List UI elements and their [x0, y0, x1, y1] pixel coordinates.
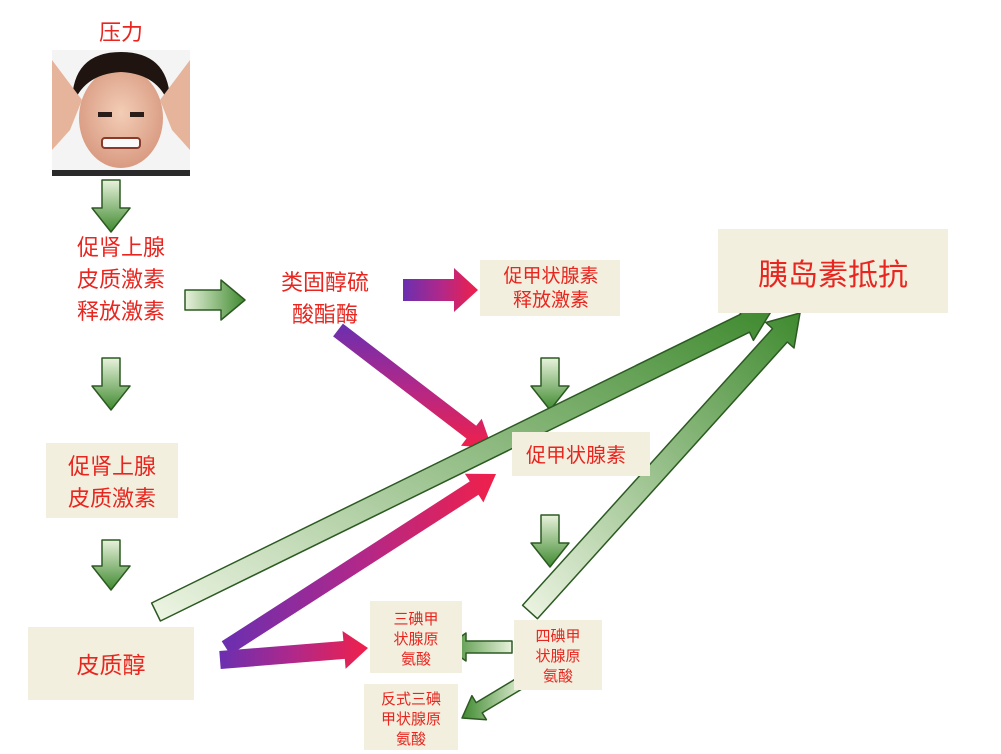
acth-box	[46, 443, 178, 518]
arrow-cortisol-to-t3	[219, 631, 368, 669]
arrow-crh-to-acth	[91, 357, 131, 411]
tsh-label: 促甲状腺素	[526, 443, 626, 467]
rt3-label-line3: 氨酸	[396, 730, 426, 748]
arrow-trh-to-tsh	[530, 357, 570, 411]
stressed-person-photo	[52, 50, 190, 176]
t3-label-line1: 三碘甲	[393, 610, 438, 628]
t4-label-line3: 氨酸	[543, 667, 573, 685]
rt3-label-line1: 反式三碘	[381, 690, 441, 708]
cortisol-label: 皮质醇	[77, 653, 146, 679]
t3-box	[370, 601, 462, 673]
insulin-resistance-label: 胰岛素抵抗	[758, 258, 908, 293]
arrow-tsh-to-t4	[530, 514, 570, 568]
trh-box	[480, 260, 620, 316]
sulfatase-label-line1: 类固醇硫	[281, 271, 369, 296]
tsh-box	[512, 432, 650, 476]
arrow-t4-to-rt3	[461, 676, 526, 721]
arrow-stress-to-crh	[91, 179, 131, 233]
crh-label-line1: 促肾上腺	[77, 236, 165, 261]
t4-label-line1: 四碘甲	[535, 627, 580, 645]
t3-label-line2: 状腺原	[393, 630, 438, 648]
t4-label-line2: 状腺原	[535, 647, 580, 665]
t3-label-line3: 氨酸	[401, 650, 431, 668]
crh-label-line3: 释放激素	[77, 300, 165, 325]
trh-label-line1: 促甲状腺素	[503, 265, 598, 287]
acth-label-line1: 促肾上腺	[68, 455, 156, 480]
arrow-cortisol-to-tsh	[221, 473, 496, 655]
rt3-label-line2: 甲状腺原	[381, 710, 441, 728]
arrow-sulfatase-to-trh	[403, 268, 478, 312]
rt3-box	[364, 684, 458, 750]
arrow-t4-to-insulin-resistance	[521, 312, 801, 620]
arrow-acth-to-cortisol	[91, 539, 131, 591]
crh-label-line2: 皮质激素	[77, 268, 165, 293]
t4-box	[514, 620, 602, 690]
arrow-crh-to-sulfatase	[184, 279, 246, 321]
cortisol-box	[28, 627, 194, 700]
acth-label-line2: 皮质激素	[68, 487, 156, 512]
stress-label: 压力	[99, 21, 143, 46]
arrow-sulfatase-to-tsh	[333, 323, 492, 448]
sulfatase-label-line2: 酸酯酶	[292, 303, 358, 328]
insulin-resistance-box	[718, 229, 948, 313]
arrow-cortisol-to-insulin-resistance	[150, 305, 773, 622]
trh-label-line2: 释放激素	[513, 289, 589, 311]
